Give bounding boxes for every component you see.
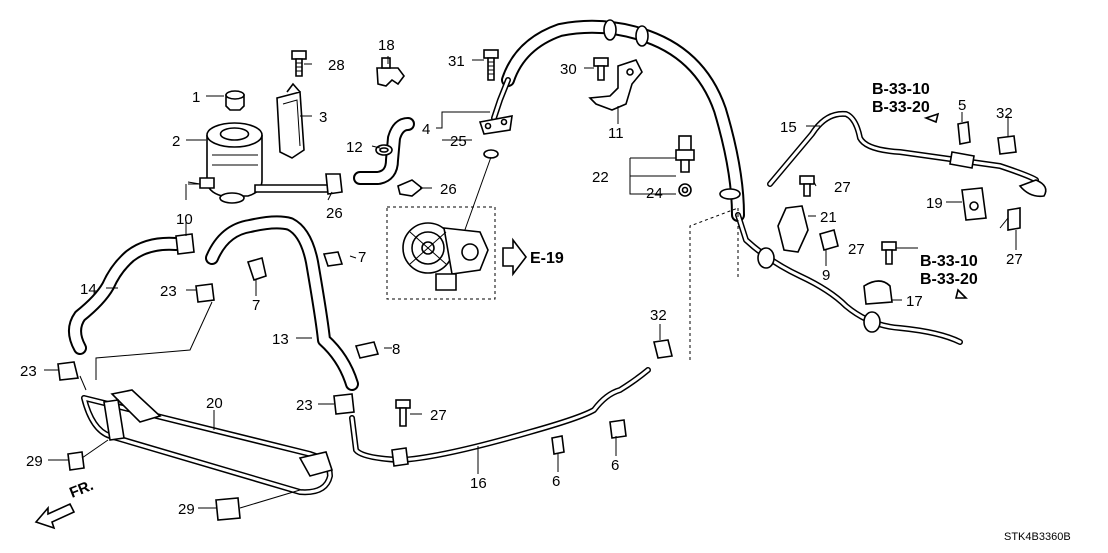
e19-arrow (502, 237, 528, 277)
callout-6b: 6 (611, 457, 619, 474)
callout-9: 9 (822, 267, 830, 284)
clamp-26b (325, 173, 343, 195)
callout-30: 30 (560, 61, 577, 78)
bolt-29b (215, 489, 301, 521)
callout-26a: 26 (440, 181, 457, 198)
clip-18 (376, 57, 405, 87)
clamp-10 (175, 233, 195, 255)
callout-7a: 7 (252, 297, 260, 314)
callout-11: 11 (608, 125, 624, 142)
callout-19: 19 (926, 195, 943, 212)
bracket-21 (777, 205, 809, 253)
callout-1: 1 (192, 89, 200, 106)
callout-20: 20 (206, 395, 223, 412)
callout-23c: 23 (296, 397, 313, 414)
callout-26b: 26 (326, 205, 343, 222)
return-pipe-16 (349, 367, 651, 467)
reference-b33-10-bottom: B-33-10 (920, 253, 978, 270)
callout-29b: 29 (178, 501, 195, 518)
callout-6a: 6 (552, 473, 560, 490)
bolt-27-lower (881, 241, 897, 265)
clip-9 (819, 229, 839, 251)
bolt-27-center (395, 399, 411, 427)
clamp-26a (397, 179, 424, 197)
clamp-7b (322, 251, 344, 267)
clip-32a (997, 135, 1017, 155)
washer-24 (678, 183, 692, 197)
reference-b33-10-top: B-33-10 (872, 81, 930, 98)
clip-6b (609, 419, 627, 439)
callout-3: 3 (319, 109, 327, 126)
bolt-29a (67, 439, 109, 471)
pressure-switch-22 (675, 135, 695, 173)
callout-28: 28 (328, 57, 345, 74)
callout-21: 21 (820, 209, 837, 226)
callout-2: 2 (172, 133, 180, 150)
front-label: FR. (67, 477, 96, 502)
callout-14: 14 (80, 281, 97, 298)
hose-bracket-11 (588, 59, 643, 111)
callout-25: 25 (450, 133, 467, 150)
grommet-17 (863, 280, 893, 305)
callout-27a: 27 (834, 179, 851, 196)
reservoir-cap (225, 90, 245, 111)
callout-27b: 27 (848, 241, 865, 258)
callout-12: 12 (346, 139, 363, 156)
return-hose-13 (205, 215, 359, 391)
callout-7b: 7 (358, 249, 366, 266)
return-hose-14 (68, 236, 183, 355)
b33-arrow-top (923, 112, 940, 124)
callout-23a: 23 (160, 283, 177, 300)
suction-hose-12 (353, 117, 415, 185)
callout-4: 4 (422, 121, 430, 138)
callout-16: 16 (470, 475, 487, 492)
clamp-23a (195, 283, 215, 303)
reference-b33-20-bottom: B-33-20 (920, 271, 978, 288)
bolt-31 (483, 49, 499, 81)
callout-15: 15 (780, 119, 797, 136)
clip-32b (653, 339, 673, 359)
feed-pipe-15 (767, 110, 1047, 198)
bolt-27-mid (799, 175, 815, 197)
callout-31: 31 (448, 53, 465, 70)
callout-5: 5 (958, 97, 966, 114)
clip-6a (551, 435, 565, 455)
callout-10: 10 (176, 211, 193, 228)
clamp-8 (354, 341, 380, 359)
callout-24: 24 (646, 185, 663, 202)
pressure-pipe-right (735, 212, 963, 345)
callout-27c: 27 (1006, 251, 1023, 268)
b33-arrow-bottom (954, 288, 968, 299)
power-steering-pump-box (386, 206, 496, 300)
reservoir-bracket (276, 82, 305, 159)
callout-18: 18 (378, 37, 395, 54)
clamp-19 (961, 187, 987, 221)
fitting-5 (957, 121, 971, 145)
reference-b33-20-top: B-33-20 (872, 99, 930, 116)
callout-17: 17 (906, 293, 923, 310)
bolt-28 (291, 50, 307, 77)
clamp-23b (57, 361, 79, 381)
clamp-23c (333, 393, 355, 415)
callout-32a: 32 (996, 105, 1013, 122)
bolt-30 (593, 57, 609, 81)
callout-13: 13 (272, 331, 289, 348)
callout-27d: 27 (430, 407, 447, 424)
oil-cooler-20 (79, 375, 334, 496)
callout-29a: 29 (26, 453, 43, 470)
callout-32b: 32 (650, 307, 667, 324)
callout-23b: 23 (20, 363, 37, 380)
clamp-7a (246, 256, 267, 282)
callout-8: 8 (392, 341, 400, 358)
diagram-code: STK4B3360B (1004, 531, 1071, 543)
bolt-27-right (1007, 207, 1021, 231)
pressure-hose-assembly-4 (461, 19, 745, 239)
callout-22: 22 (592, 169, 609, 186)
front-direction-arrow (34, 502, 76, 530)
reference-e19: E-19 (530, 250, 564, 267)
reservoir-tank (199, 122, 331, 204)
